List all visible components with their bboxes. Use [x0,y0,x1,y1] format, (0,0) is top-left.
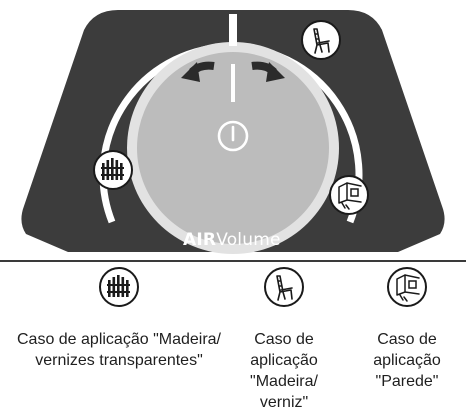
brand-light: Volume [216,230,281,250]
wall-corner-icon [387,267,427,307]
caption-chair: Caso de aplicação "Madeira/ verniz" [240,329,328,413]
section-divider [0,260,466,262]
control-panel [21,10,445,254]
chair-icon [264,267,304,307]
curved-arrow-right-icon [251,61,285,82]
caption-line: verniz" [259,394,309,411]
caption-line: "Madeira/ [250,373,318,390]
caption-fence: Caso de aplicação "Madeira/ vernizes tra… [0,329,238,371]
caption-line: vernizes transparentes" [35,352,203,369]
panel-fence-icon [93,150,133,190]
dial-top-notch [229,14,237,46]
caption-wall: Caso de aplicação "Parede" [362,329,452,392]
fence-icon [99,267,139,307]
brand-bold: AIR [183,230,217,250]
caption-line: aplicação [250,352,318,369]
caption-line: Caso de [377,331,437,348]
curved-arrow-left-icon [181,61,215,82]
airvolume-logo: AIRVolume [183,229,293,251]
panel-chair-icon [301,20,341,60]
caption-line: aplicação [373,352,441,369]
dial-indicator-line [231,64,235,102]
caption-line: "Parede" [375,373,439,390]
caption-line: Caso de aplicação "Madeira/ [16,331,221,348]
power-icon[interactable] [217,120,249,152]
caption-line: Caso de [254,331,314,348]
dial-knob[interactable] [137,52,329,244]
panel-wall-icon [329,175,369,215]
